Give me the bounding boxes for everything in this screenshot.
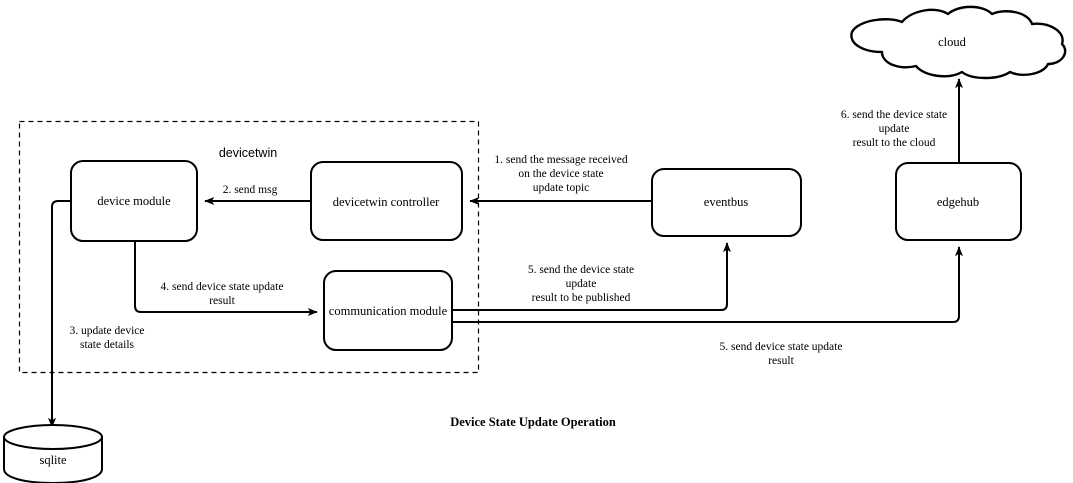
edge-4-label-line1: 4. send device state update: [161, 281, 284, 293]
node-edgehub[interactable]: edgehub: [895, 162, 1022, 241]
node-sqlite[interactable]: sqlite: [3, 424, 103, 483]
edge-5a-label-line1: 5. send the device state: [528, 264, 634, 276]
edge-3-label-line2: state details: [80, 339, 134, 351]
edge-6-label-line1: 6. send the device state: [841, 109, 947, 121]
node-eventbus-label: eventbus: [704, 195, 749, 209]
figure-title: Device State Update Operation: [450, 415, 616, 429]
node-devicetwin-controller[interactable]: devicetwin controller: [310, 161, 463, 241]
edge-5a-label-line2: update: [566, 278, 597, 290]
node-cloud-label: cloud: [938, 35, 967, 49]
edge-2-label-line1: 2. send msg: [223, 184, 278, 196]
devicetwin-group-boundary: [18, 120, 480, 374]
node-cloud[interactable]: cloud: [850, 5, 1067, 80]
node-devicetwin-controller-label: devicetwin controller: [333, 195, 440, 209]
node-communication-module[interactable]: communication module: [323, 270, 453, 351]
edge-5a-label: 5. send the device state update result t…: [528, 264, 634, 304]
edge-5b-label: 5. send device state update result: [720, 341, 843, 367]
edge-6-label: 6. send the device state update result t…: [841, 109, 947, 149]
edge-1-label-line3: update topic: [533, 182, 590, 194]
node-sqlite-label: sqlite: [39, 453, 67, 467]
edge-6-label-line3: result to the cloud: [853, 137, 936, 149]
edge-5a-communication-module-to-eventbus: [452, 242, 731, 311]
edge-3-label: 3. update device state details: [69, 325, 144, 351]
node-edgehub-label: edgehub: [937, 195, 979, 209]
edge-5b-communication-module-to-edgehub: [452, 246, 963, 323]
edge-5b-label-line1: 5. send device state update: [720, 341, 843, 353]
edge-1-label: 1. send the message received on the devi…: [494, 154, 627, 194]
edge-5a-label-line3: result to be published: [532, 292, 631, 304]
node-eventbus[interactable]: eventbus: [651, 168, 802, 237]
devicetwin-group-label: devicetwin: [219, 146, 277, 160]
cloud-shape: [850, 5, 1067, 80]
edge-2-label: 2. send msg: [223, 184, 278, 196]
node-device-module-label: device module: [97, 194, 171, 208]
edge-4-device-module-to-communication-module: [134, 241, 318, 316]
edge-4-label: 4. send device state update result: [161, 281, 284, 307]
node-device-module[interactable]: device module: [70, 160, 198, 242]
edge-4-label-line2: result: [209, 295, 235, 307]
edge-3-device-module-to-sqlite: [48, 200, 71, 428]
edge-1-label-line2: on the device state: [518, 168, 603, 180]
edge-3-label-line1: 3. update device: [69, 325, 144, 337]
edge-6-label-line2: update: [879, 123, 910, 135]
sqlite-cylinder-top: [3, 424, 103, 450]
edge-5b-label-line2: result: [768, 355, 794, 367]
edge-1-label-line1: 1. send the message received: [494, 154, 627, 166]
node-communication-module-label: communication module: [329, 304, 448, 318]
